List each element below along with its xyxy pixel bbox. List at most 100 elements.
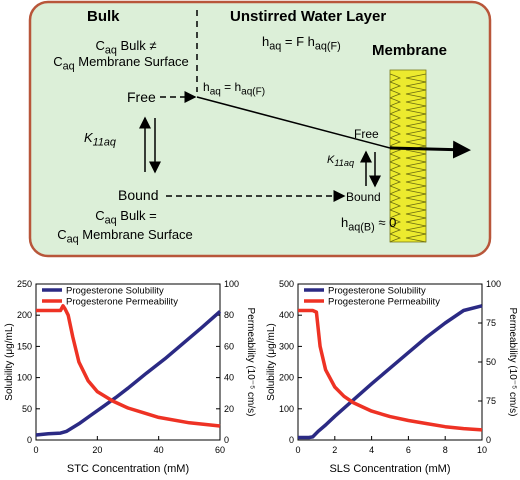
membrane-villus — [405, 185, 427, 195]
membrane-villus — [405, 137, 427, 147]
gradient-line — [196, 96, 391, 149]
legend-label-0: Progesterone Solubility — [66, 286, 164, 297]
haq-bound-formula: haq(B) ≈ 0 — [341, 215, 397, 234]
permeation-arrow — [389, 140, 471, 159]
legend-label-1: Progesterone Permeability — [328, 297, 440, 308]
y-left-tick-label: 300 — [279, 341, 294, 351]
membrane-villus — [405, 97, 427, 107]
x-tick-label: 4 — [369, 445, 374, 455]
membrane-villus — [389, 81, 402, 91]
membrane-villus — [405, 121, 427, 131]
membrane-villus — [389, 97, 402, 107]
y-left-tick-label: 200 — [17, 310, 32, 320]
series-line-1 — [298, 308, 483, 432]
bulk-eq-line1: Caq Bulk = — [95, 208, 157, 227]
y-left-tick-label: 250 — [17, 279, 32, 289]
y-left-axis-label: Solubility (μg/mL) — [266, 323, 277, 400]
x-tick-label: 40 — [154, 445, 164, 455]
free-label: Free — [127, 89, 156, 105]
membrane-villus — [389, 233, 402, 243]
y-right-tick-label: 0 — [224, 435, 229, 445]
y-right-axis-label: Permeability (10⁻⁵ cm/s) — [507, 308, 518, 417]
x-tick-label: 6 — [406, 445, 411, 455]
membrane-villus — [389, 161, 402, 171]
x-tick-label: 2 — [332, 445, 337, 455]
x-axis-label: STC Concentration (mM) — [67, 463, 189, 475]
y-left-tick-label: 500 — [279, 279, 294, 289]
membrane-villus — [405, 209, 427, 219]
y-left-axis-label: Solubility (μg/mL) — [4, 323, 15, 400]
y-right-axis-label: Permeability (10⁻⁵ cm/s) — [245, 308, 256, 417]
membrane-villus — [405, 145, 427, 155]
membrane-villus — [405, 177, 427, 187]
bulk-neq-line1: Caq Bulk ≠ — [95, 38, 157, 57]
y-right-tick-label: 100 — [224, 279, 239, 289]
y-right-tick-label: 40 — [224, 373, 234, 383]
legend-label-0: Progesterone Solubility — [328, 286, 426, 297]
membrane-villus — [405, 193, 427, 203]
k11aq-left: K11aq — [84, 130, 116, 149]
x-tick-label: 10 — [477, 445, 487, 455]
y-left-tick-label: 100 — [17, 373, 32, 383]
membrane-block — [389, 69, 427, 243]
y-right-tick-label: 60 — [224, 341, 234, 351]
y-right-tick-label: 0 — [486, 435, 491, 445]
y-left-tick-label: 0 — [27, 435, 32, 445]
membrane-villus — [405, 169, 427, 179]
y-right-tick-label: 20 — [224, 404, 234, 414]
y-left-tick-label: 400 — [279, 310, 294, 320]
y-right-tick-label: 100 — [486, 279, 501, 289]
plot-frame — [35, 283, 221, 441]
y-right-tick-label: 50 — [486, 357, 496, 367]
y-left-tick-label: 150 — [17, 341, 32, 351]
membrane-villus — [389, 105, 402, 115]
uwl-title: Unstirred Water Layer — [230, 8, 387, 25]
membrane-villus — [405, 81, 427, 91]
y-left-tick-label: 0 — [289, 435, 294, 445]
k11aq-right: K11aq — [327, 154, 355, 169]
membrane-villus — [389, 73, 402, 83]
bulk-eq-line2: Caq Membrane Surface — [57, 227, 193, 246]
membrane-villus — [389, 137, 402, 147]
y-left-tick-label: 100 — [279, 404, 294, 414]
free-right-label: Free — [354, 127, 379, 141]
membrane-villus — [405, 113, 427, 123]
membrane-villus — [405, 201, 427, 211]
membrane-title: Membrane — [372, 42, 448, 59]
diagram-panel — [28, 0, 492, 258]
bound-label: Bound — [118, 187, 159, 203]
haq-top-formula: haq = F haq(F) — [262, 34, 341, 53]
y-right-tick-label: 75 — [486, 318, 496, 328]
y-left-tick-label: 50 — [22, 404, 32, 414]
y-right-tick-label: 75 — [486, 396, 496, 406]
membrane-villus — [405, 73, 427, 83]
membrane-villus — [389, 209, 402, 219]
membrane-villus — [389, 225, 402, 235]
x-tick-label: 8 — [443, 445, 448, 455]
membrane-villus — [389, 177, 402, 187]
membrane-villus — [405, 225, 427, 235]
membrane-villus — [389, 153, 402, 163]
membrane-villus — [405, 153, 427, 163]
series-line-0 — [35, 310, 222, 437]
membrane-villus — [405, 105, 427, 115]
y-left-tick-label: 200 — [279, 373, 294, 383]
membrane-villus — [389, 113, 402, 123]
y-right-tick-label: 80 — [224, 310, 234, 320]
series-line-1 — [36, 304, 221, 428]
x-axis-label: SLS Concentration (mM) — [329, 463, 450, 475]
x-tick-label: 60 — [215, 445, 225, 455]
membrane-villus — [389, 129, 402, 139]
membrane-villus — [389, 185, 402, 195]
membrane-villus — [389, 217, 402, 227]
bulk-title: Bulk — [87, 8, 120, 25]
membrane-villus — [389, 193, 402, 203]
membrane-villus — [389, 121, 402, 131]
membrane-villus — [389, 89, 402, 99]
series-line-0 — [298, 304, 483, 440]
membrane-villus — [389, 169, 402, 179]
membrane-villus — [405, 129, 427, 139]
bound-right-label: Bound — [346, 190, 381, 204]
